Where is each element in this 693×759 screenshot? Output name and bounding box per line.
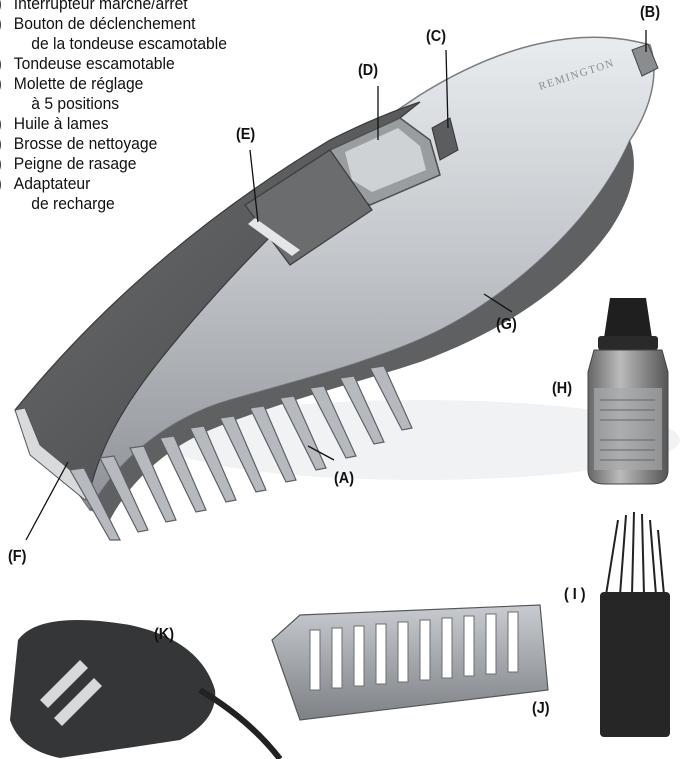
callout-g: (G)	[496, 316, 517, 333]
callout-f: (F)	[8, 548, 27, 565]
cleaning-brush	[600, 511, 670, 737]
legend-item: )Peigne de rasage	[0, 154, 137, 173]
callout-e: (E)	[236, 126, 256, 143]
shaving-comb	[271, 604, 549, 721]
callout-b: (B)	[640, 4, 660, 21]
callout-h: (H)	[552, 380, 572, 397]
charging-adapter	[10, 620, 283, 759]
callout-j: (J)	[532, 700, 550, 717]
callout-d: (D)	[358, 62, 378, 79]
attached-comb	[69, 365, 413, 541]
legend-item: )Tondeuse escamotable	[0, 54, 175, 73]
leader-lines	[25, 30, 647, 541]
legend-item: )Brosse de nettoyage	[0, 134, 158, 153]
callout-k: (K)	[154, 626, 174, 643]
callout-c: (C)	[426, 28, 446, 45]
parts-legend: )Interrupteur marche/arrêt )Bouton de dé…	[0, 0, 276, 214]
trimmer-release-button	[431, 117, 459, 161]
callout-a: (A)	[334, 470, 354, 487]
clipper-shadow	[160, 400, 680, 480]
blade-oil-bottle	[587, 298, 669, 485]
legend-item: )Interrupteur marche/arrêt	[0, 0, 188, 13]
dial-face	[345, 128, 426, 192]
trimmer-blade-accent	[248, 218, 300, 256]
legend-item: )Huile à lames	[0, 114, 109, 133]
callout-i: ( I )	[564, 586, 586, 603]
power-switch	[631, 43, 659, 77]
